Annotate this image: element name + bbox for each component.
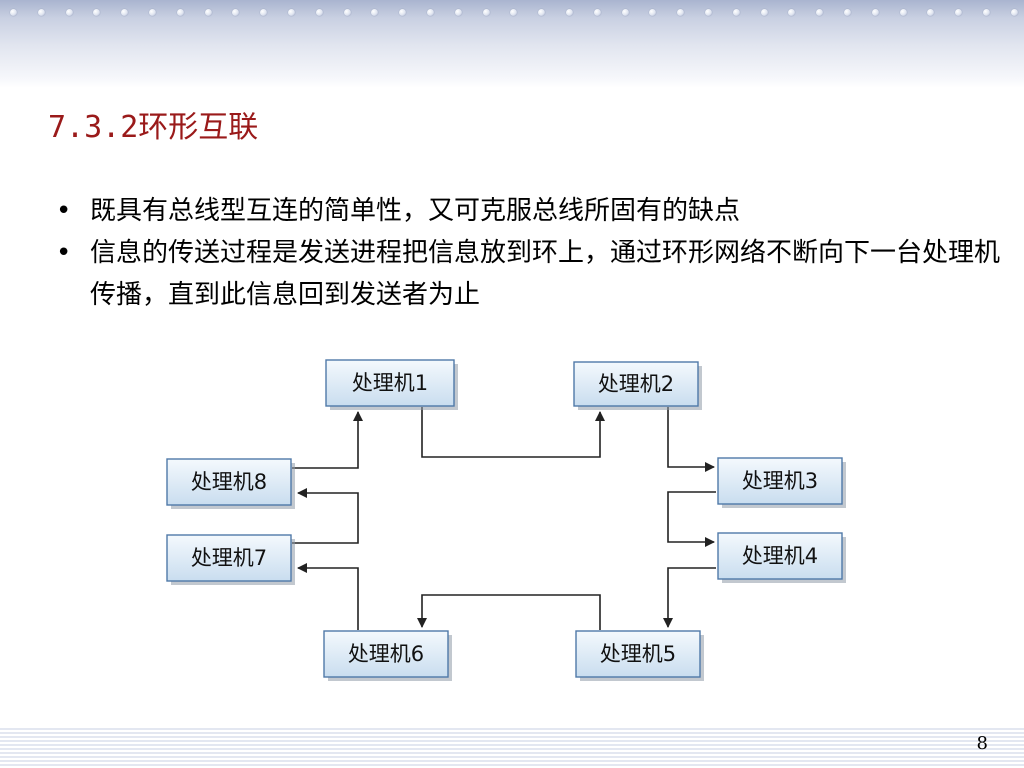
header-dot [232,8,240,16]
header-dot [37,8,45,16]
header-dot [65,8,73,16]
link-2-to-3 [667,407,715,472]
header-dot [704,8,712,16]
header-dot [927,8,935,16]
bullet-text-2: 信息的传送过程是发送进程把信息放到环上，通过环形网络不断向下一台处理机传播，直到… [90,238,1001,310]
processor-node-8: 处理机8 [166,458,295,509]
processor-node-1: 处理机1 [325,359,458,410]
link-3-to-4 [667,491,716,547]
header-dot [1010,8,1018,16]
processor-node-6: 处理机6 [323,630,452,681]
link-6-to-7 [297,563,359,630]
bullet-item-2: • 信息的传送过程是发送进程把信息放到环上，通过环形网络不断向下一台处理机传播，… [52,232,1002,316]
header-dot [371,8,379,16]
header-dot [454,8,462,16]
header-dot [482,8,490,16]
processor-node-4: 处理机4 [717,532,846,583]
header-dot-row [0,5,1024,19]
link-8-to-1 [292,411,363,469]
header-dot [871,8,879,16]
bullet-item-1: • 既具有总线型互连的简单性，又可克服总线所固有的缺点 [52,190,1002,232]
processor-label-6: 处理机6 [348,642,424,666]
ring-network-diagram: 处理机1 处理机2 处理机3 处理机4 处理机5 处理机6 处理机7 处理机8 [166,359,846,681]
header-dot [399,8,407,16]
processor-label-3: 处理机3 [742,469,818,493]
processor-node-7: 处理机7 [166,534,295,585]
header-dot [760,8,768,16]
processor-node-3: 处理机3 [717,457,846,508]
processor-label-4: 处理机4 [742,544,818,568]
header-dot [649,8,657,16]
header-dot [677,8,685,16]
bullet-marker: • [56,196,72,226]
header-dot [593,8,601,16]
processor-label-1: 处理机1 [352,371,428,395]
header-dot [121,8,129,16]
link-4-to-5 [663,567,716,628]
header-dot [315,8,323,16]
processor-node-5: 处理机5 [575,630,704,681]
header-dot [788,8,796,16]
header-dot [93,8,101,16]
header-dot [510,8,518,16]
header-dot [843,8,851,16]
processor-node-2: 处理机2 [573,361,702,410]
header-dot [982,8,990,16]
header-dot [899,8,907,16]
header-dot [260,8,268,16]
header-dot [148,8,156,16]
bullet-list: • 既具有总线型互连的简单性，又可克服总线所固有的缺点 • 信息的传送过程是发送… [52,190,1002,316]
header-dot [10,8,17,16]
processor-label-2: 处理机2 [598,372,674,396]
bullet-marker: • [56,238,72,268]
header-dot [538,8,546,16]
header-dot [732,8,740,16]
link-1-to-2 [421,407,605,458]
slide-title: 7.3.2环形互联 [48,110,259,145]
link-7-to-8 [292,488,359,544]
processor-label-5: 处理机5 [600,642,676,666]
header-dot [287,8,295,16]
header-dot [955,8,963,16]
link-5-to-6 [417,594,601,630]
header-dot [565,8,573,16]
header-dot [621,8,629,16]
header-dot [204,8,212,16]
header-dot [426,8,434,16]
header-dot [343,8,351,16]
header-band [0,0,1024,88]
footer-band [0,728,1024,768]
processor-label-8: 处理机8 [191,470,267,494]
header-dot [176,8,184,16]
bullet-text-1: 既具有总线型互连的简单性，又可克服总线所固有的缺点 [90,196,741,226]
header-dot [816,8,824,16]
processor-label-7: 处理机7 [191,546,267,570]
page-number: 8 [976,733,988,754]
